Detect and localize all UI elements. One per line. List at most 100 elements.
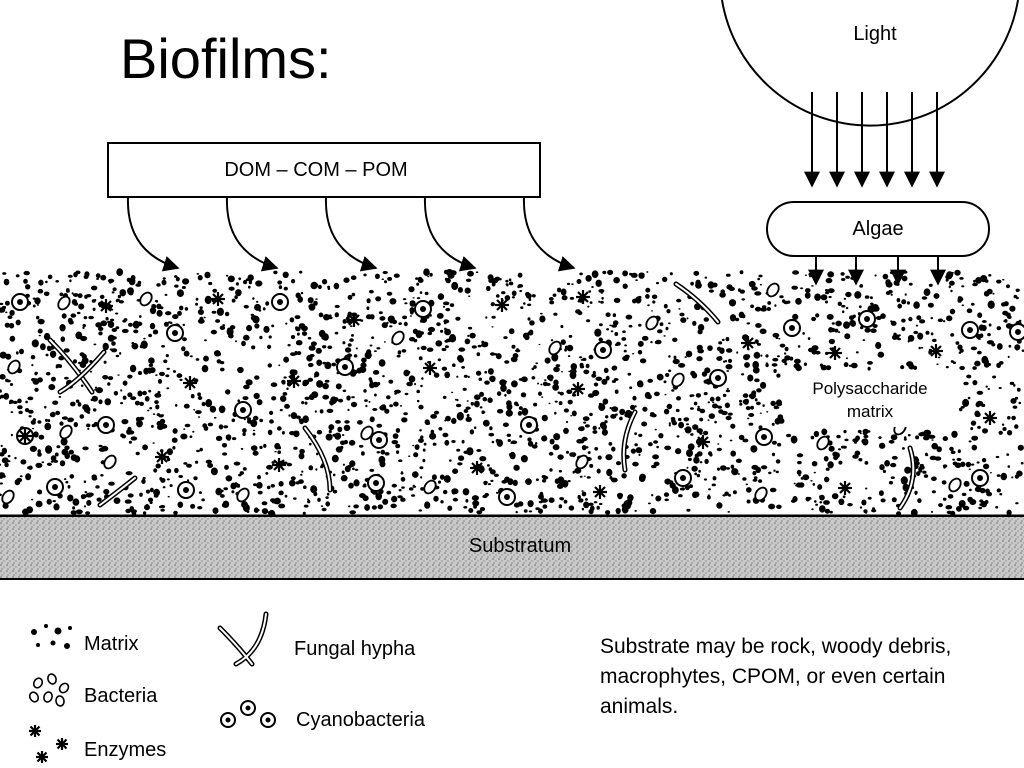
matrix-speck	[882, 469, 887, 473]
matrix-speck	[666, 309, 671, 314]
matrix-speck	[644, 391, 651, 399]
matrix-speck	[900, 365, 905, 370]
matrix-speck	[845, 306, 849, 310]
matrix-speck	[277, 450, 282, 455]
matrix-speck	[23, 270, 30, 276]
organic-matter-box	[107, 142, 541, 198]
matrix-speck	[615, 507, 621, 515]
matrix-speck	[250, 313, 255, 316]
matrix-speck	[687, 457, 692, 462]
matrix-speck	[598, 427, 601, 430]
matrix-speck	[47, 419, 51, 423]
matrix-speck	[608, 442, 613, 446]
matrix-speck	[694, 491, 700, 498]
matrix-speck	[864, 439, 868, 442]
matrix-speck	[523, 509, 528, 513]
matrix-speck	[979, 499, 984, 503]
matrix-speck	[487, 274, 494, 281]
matrix-speck	[945, 274, 952, 280]
matrix-speck	[992, 375, 997, 379]
matrix-speck	[819, 363, 824, 367]
matrix-speck	[389, 298, 397, 305]
matrix-speck	[690, 433, 694, 436]
matrix-speck	[277, 446, 282, 450]
matrix-speck	[324, 379, 330, 383]
matrix-speck	[602, 398, 609, 405]
matrix-speck	[325, 496, 329, 499]
matrix-speck	[745, 406, 751, 411]
matrix-speck	[549, 300, 555, 305]
matrix-speck	[568, 370, 571, 373]
matrix-speck	[293, 446, 298, 450]
fungal-hypha-inner	[99, 477, 136, 506]
matrix-speck	[850, 276, 855, 280]
matrix-speck	[630, 272, 638, 278]
matrix-speck	[488, 432, 495, 437]
matrix-speck	[691, 465, 698, 472]
matrix-speck	[582, 357, 587, 361]
matrix-speck	[897, 303, 902, 309]
matrix-speck	[211, 310, 217, 314]
matrix-speck	[412, 485, 416, 488]
matrix-speck	[444, 345, 449, 349]
matrix-speck	[776, 373, 781, 378]
matrix-speck	[566, 389, 573, 395]
matrix-speck	[342, 319, 347, 324]
matrix-speck	[840, 272, 845, 276]
matrix-speck	[998, 387, 1002, 389]
matrix-speck	[139, 492, 143, 497]
matrix-speck	[775, 459, 781, 464]
matrix-speck	[37, 489, 43, 495]
matrix-speck	[765, 363, 769, 368]
matrix-speck	[304, 401, 308, 405]
matrix-speck	[207, 422, 214, 427]
matrix-speck	[451, 488, 459, 495]
matrix-speck	[568, 505, 575, 511]
matrix-speck	[212, 288, 217, 293]
matrix-speck	[931, 510, 933, 513]
matrix-speck	[746, 322, 751, 325]
matrix-speck	[61, 313, 67, 319]
matrix-speck	[668, 480, 674, 485]
matrix-speck	[862, 339, 866, 342]
light-label: Light	[853, 23, 897, 45]
matrix-speck	[326, 408, 334, 413]
matrix-speck	[253, 415, 259, 421]
matrix-speck	[479, 406, 483, 409]
matrix-speck	[728, 286, 735, 291]
matrix-speck	[35, 462, 43, 468]
matrix-speck	[725, 389, 731, 393]
matrix-speck	[797, 460, 802, 465]
bacteria-cell	[7, 359, 21, 375]
matrix-speck	[203, 425, 209, 431]
matrix-speck	[773, 369, 777, 373]
matrix-speck	[824, 476, 830, 483]
matrix-speck	[829, 510, 833, 514]
matrix-speck	[343, 277, 350, 284]
matrix-speck	[771, 363, 778, 367]
matrix-speck	[1002, 278, 1005, 281]
matrix-speck	[768, 503, 776, 510]
matrix-speck	[933, 293, 940, 299]
legend-fungal-hypha-label: Fungal hypha	[294, 638, 416, 660]
matrix-speck	[937, 356, 941, 359]
matrix-speck	[742, 477, 747, 481]
matrix-speck	[720, 289, 725, 295]
matrix-speck	[340, 475, 348, 482]
matrix-speck	[686, 423, 689, 426]
matrix-speck	[973, 279, 976, 283]
matrix-speck	[479, 456, 487, 462]
matrix-speck	[326, 492, 330, 496]
matrix-speck	[6, 379, 11, 383]
matrix-speck	[688, 452, 691, 455]
matrix-speck	[570, 363, 577, 371]
matrix-speck	[205, 399, 213, 408]
matrix-speck	[20, 459, 27, 465]
matrix-speck	[888, 480, 894, 485]
matrix-speck	[1006, 284, 1010, 289]
matrix-speck	[136, 419, 143, 428]
matrix-speck	[280, 395, 287, 403]
matrix-speck	[970, 463, 975, 466]
matrix-speck	[739, 270, 744, 275]
matrix-speck	[302, 382, 308, 387]
